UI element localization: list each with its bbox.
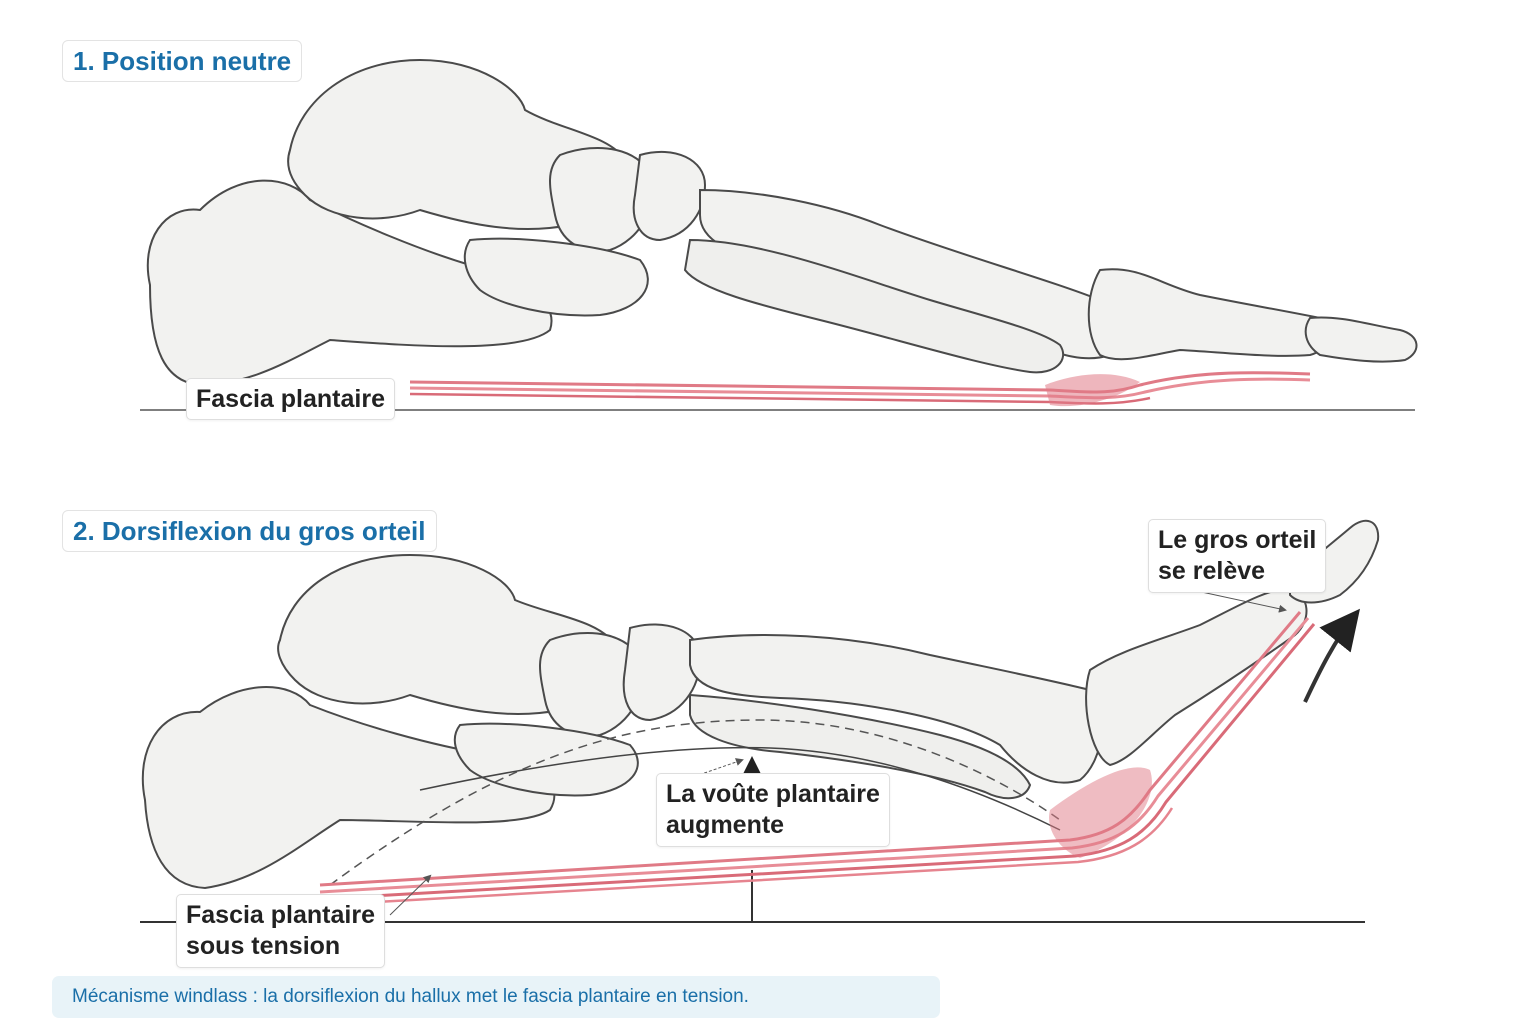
toe-raise-label: Le gros orteil se relève: [1148, 519, 1327, 593]
proximal-phalanx: [1087, 268, 1330, 361]
panel-dorsiflexion-foot: [140, 519, 1380, 923]
panel-neutral-foot: [140, 58, 1418, 411]
metatarsal-1: [689, 634, 1104, 784]
toe-raise-label-line-1: Le gros orteil: [1158, 526, 1317, 554]
arch-raise-label: La voûte plantaire augmente: [656, 773, 890, 847]
cuneiform-bone: [632, 150, 707, 242]
arch-raise-label-line-2: augmente: [666, 811, 785, 840]
arch-curve-dashed: [329, 719, 1061, 886]
distal-phalanx: [1304, 316, 1418, 363]
leader-arch: [689, 758, 744, 779]
fascia-tension-label-line-2: sous tension: [186, 932, 341, 961]
leader-fascia: [389, 874, 432, 916]
navicular-bone: [549, 147, 654, 252]
navicular-bone: [539, 632, 644, 737]
cuboid-bone: [453, 722, 639, 797]
metatarsal-2: [683, 238, 1065, 374]
fascia-label-neutral-text: Fascia plantaire: [196, 385, 385, 413]
arch-raise-label-line-1: La voûte plantaire: [666, 780, 880, 808]
panel-1-title: 1. Position neutre: [62, 40, 303, 82]
fascia-tension-label-line-1: Fascia plantaire: [186, 901, 375, 929]
cuneiform-bone: [622, 623, 702, 722]
fascia-label-neutral: Fascia plantaire: [186, 378, 395, 421]
panel-2-title: 2. Dorsiflexion du gros orteil: [62, 510, 437, 552]
plantar-fascia-tensioned: [319, 611, 1316, 907]
caption: Mécanisme windlass : la dorsiflexion du …: [52, 976, 940, 1018]
toe-raise-label-line-2: se relève: [1158, 557, 1266, 586]
plantar-fascia-neutral: [409, 371, 1311, 407]
fascia-tension-label: Fascia plantaire sous tension: [176, 894, 385, 968]
toe-raise-arrow: [1303, 608, 1360, 703]
proximal-phalanx: [1085, 586, 1308, 767]
calcaneus-bone: [141, 686, 556, 890]
cuboid-bone: [463, 237, 649, 317]
arch-curve-solid: [419, 746, 1061, 831]
